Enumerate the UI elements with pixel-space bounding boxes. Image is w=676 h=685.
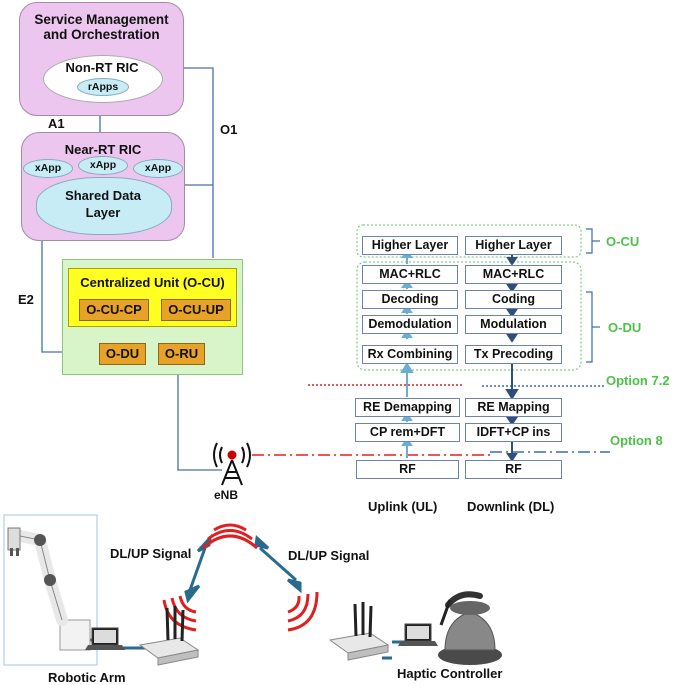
ran-panel: Centralized Unit (O-CU) O-CU-CP O-CU-UP … (62, 259, 243, 375)
ul-cp-rem-dft: CP rem+DFT (355, 423, 460, 442)
dl-higher-layer: Higher Layer (465, 236, 562, 255)
non-rt-ric-title: Non-RT RIC (65, 60, 139, 75)
smo-box: Service Management and Orchestration Non… (19, 2, 184, 116)
haptic-controller-label: Haptic Controller (397, 666, 503, 681)
signal-left-label: DL/UP Signal (110, 546, 192, 561)
o-cu-up-box: O-CU-UP (161, 299, 231, 321)
option-8-label: Option 8 (610, 433, 663, 448)
e2-label: E2 (18, 292, 34, 307)
ul-rf: RF (356, 460, 459, 479)
ul-rx-combining: Rx Combining (362, 345, 458, 364)
enb-tower-icon (213, 442, 251, 486)
dl-re-mapping: RE Mapping (465, 398, 562, 417)
ul-re-demapping: RE Demapping (355, 398, 460, 417)
ul-higher-layer: Higher Layer (362, 236, 458, 255)
sdl-line1: Shared Data (65, 188, 141, 203)
router-icon-right (328, 602, 390, 661)
robotic-arm-icon (7, 527, 91, 651)
downlink-label: Downlink (DL) (467, 499, 555, 514)
haptic-controller-icon (438, 591, 502, 665)
o-ru-box: O-RU (158, 343, 205, 365)
dl-rf: RF (465, 460, 562, 479)
rapps-oval: rApps (77, 78, 129, 96)
dl-modulation: Modulation (465, 315, 562, 334)
xapp-oval-2: xApp (78, 156, 128, 175)
ul-demodulation: Demodulation (362, 315, 458, 334)
dl-mac-rlc: MAC+RLC (465, 265, 562, 284)
o-du-box: O-DU (99, 343, 146, 365)
xapp-oval-1: xApp (23, 159, 73, 178)
smo-title-line2: and Orchestration (43, 27, 160, 42)
dl-coding: Coding (465, 290, 562, 309)
o-du-label: O-DU (608, 320, 642, 335)
option-72-label: Option 7.2 (606, 373, 670, 388)
dl-tx-precoding: Tx Precoding (465, 345, 562, 364)
laptop-icon-right (398, 623, 438, 646)
near-rt-ric-box: Near-RT RIC xApp xApp xApp Shared Data L… (21, 132, 185, 241)
shared-data-layer-cloud (36, 177, 172, 235)
dl-idft-cp-ins: IDFT+CP ins (465, 423, 562, 442)
cu-title: Centralized Unit (O-CU) (80, 275, 225, 290)
smo-title-line1: Service Management (34, 12, 169, 27)
ul-mac-rlc: MAC+RLC (362, 265, 458, 284)
uplink-label: Uplink (UL) (368, 499, 438, 514)
o-cu-cp-box: O-CU-CP (79, 299, 149, 321)
near-rt-ric-title: Near-RT RIC (64, 142, 142, 157)
enb-label: eNB (214, 488, 239, 502)
router-icon-left (138, 606, 200, 666)
cu-box: Centralized Unit (O-CU) O-CU-CP O-CU-UP (68, 268, 237, 327)
a1-label: A1 (48, 116, 65, 131)
o-cu-label: O-CU (606, 234, 640, 249)
signal-right-label: DL/UP Signal (288, 548, 370, 563)
robotic-arm-label: Robotic Arm (48, 670, 126, 685)
xapp-oval-3: xApp (133, 159, 183, 178)
sdl-line2: Layer (85, 205, 121, 220)
laptop-icon-left (85, 627, 125, 650)
o1-label: O1 (220, 122, 238, 137)
ul-decoding: Decoding (362, 290, 458, 309)
